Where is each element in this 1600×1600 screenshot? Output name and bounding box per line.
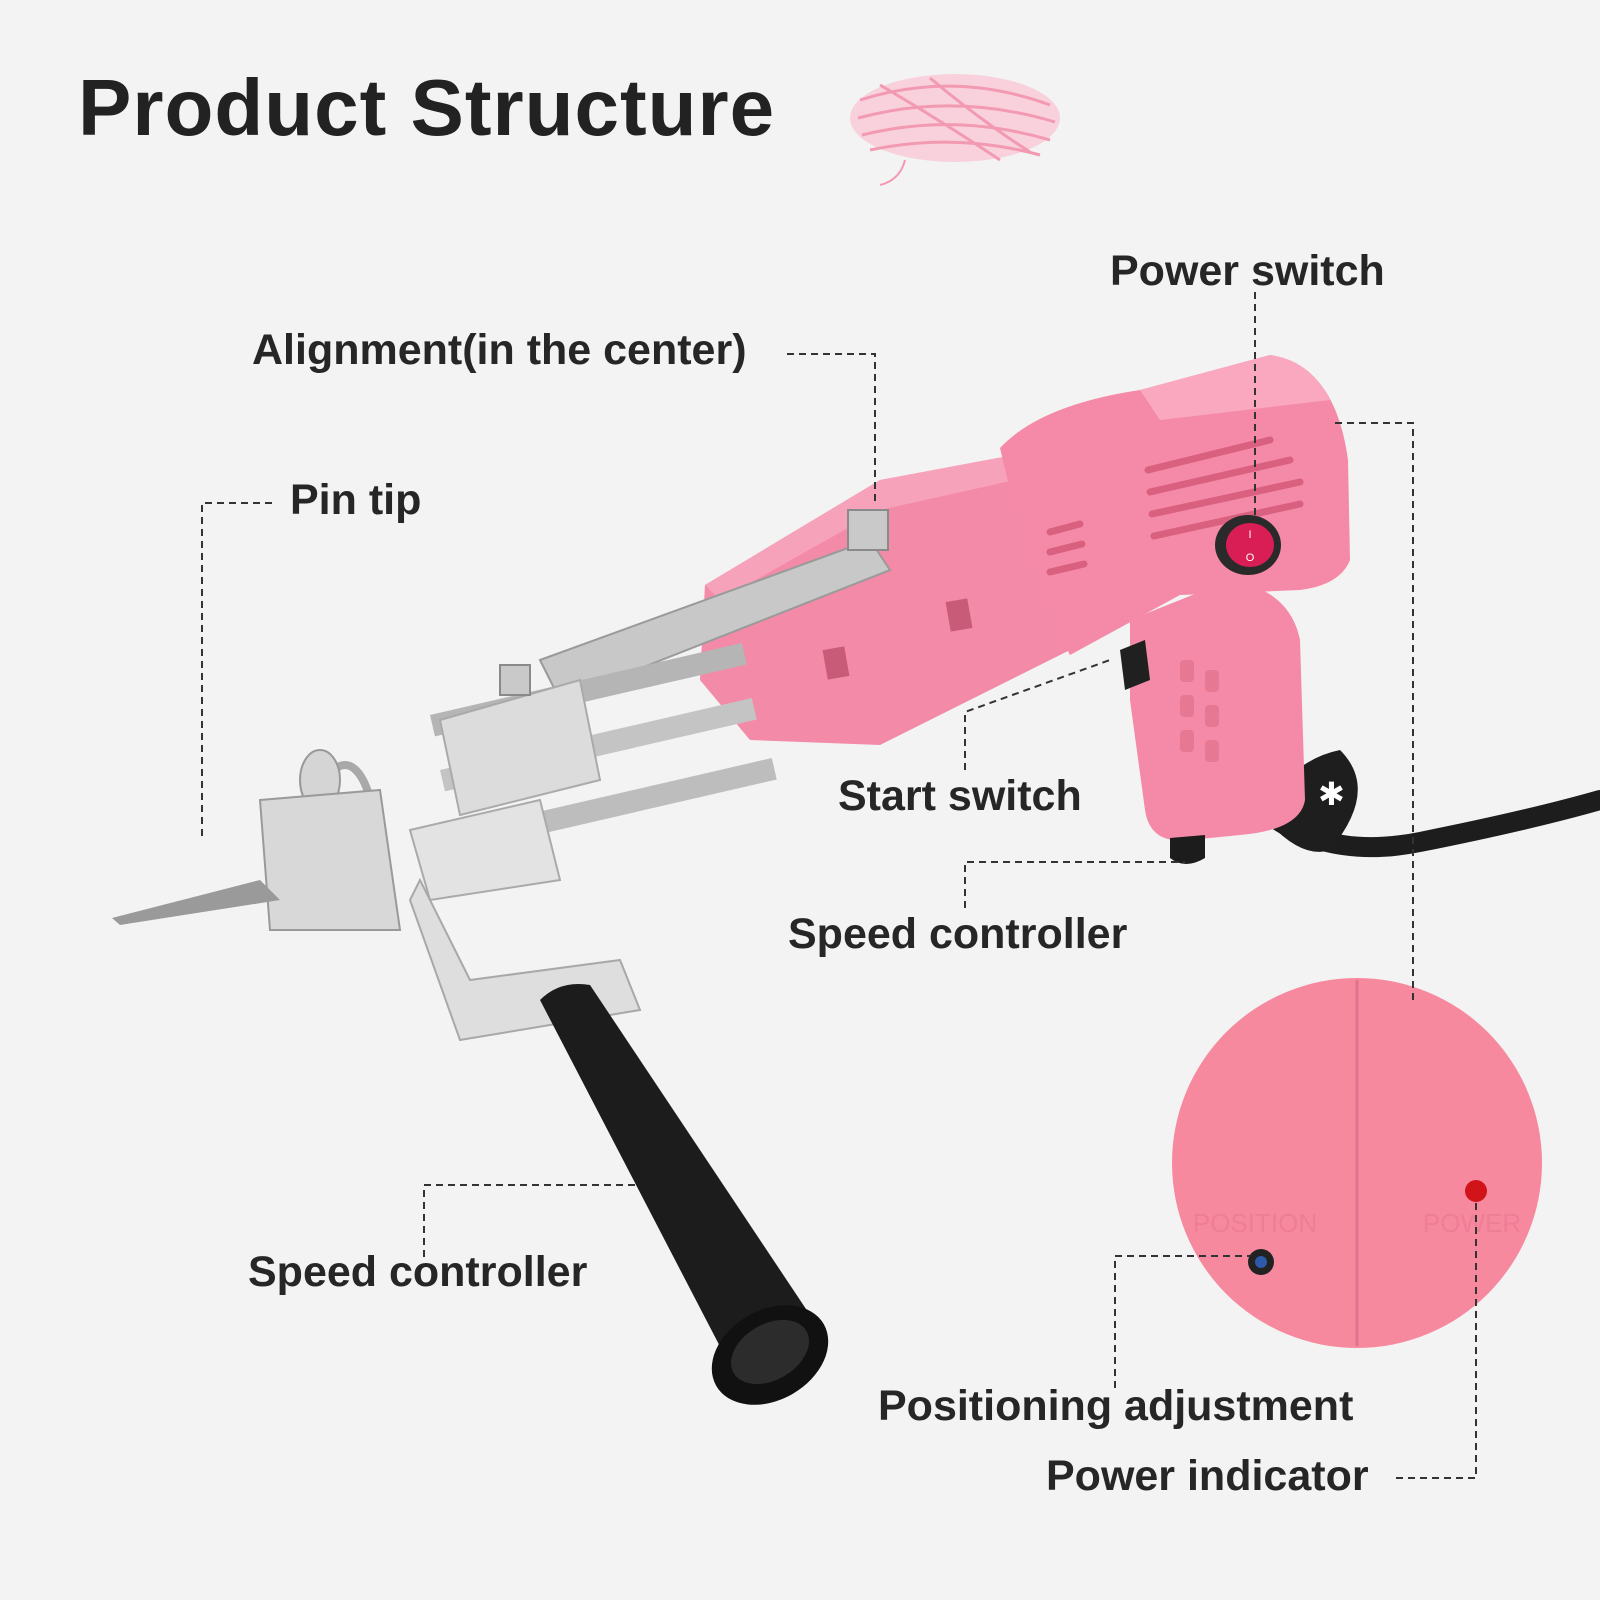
gearbox-housing [700,450,1090,745]
speed-controller-knob [1170,835,1205,864]
label-positioning-adjustment: Positioning adjustment [878,1382,1354,1430]
leader-lines [201,292,1477,1479]
cord-clip [1262,750,1358,852]
label-start-switch: Start switch [838,772,1082,820]
label-power-indicator: Power indicator [1046,1452,1369,1500]
label-speed-controller-handle: Speed controller [248,1248,588,1296]
switch-off-mark: O [1246,552,1255,564]
alignment-bolt [847,509,889,551]
label-pin-tip: Pin tip [290,476,422,524]
star-icon: ✱ [1318,775,1345,813]
panel-power-text: POWER [1423,1208,1521,1238]
label-speed-controller-grip: Speed controller [788,910,1128,958]
motor-housing [1000,355,1350,655]
start-switch-trigger [1120,640,1150,690]
label-alignment: Alignment(in the center) [252,326,747,374]
panel-position-text: POSITION [1193,1208,1317,1238]
control-panel-closeup: POSITION POWER [1172,978,1542,1348]
steel-mechanism [112,509,892,1042]
power-switch: I O [1215,515,1281,575]
page-title: Product Structure [78,63,776,152]
yarn-ball-icon [850,74,1060,186]
pistol-grip [1130,580,1305,864]
switch-on-mark: I [1248,529,1251,541]
pin-tip-needle [112,880,280,925]
black-handle [540,984,829,1405]
power-indicator-led [1465,1180,1487,1202]
label-power-switch: Power switch [1110,247,1385,295]
